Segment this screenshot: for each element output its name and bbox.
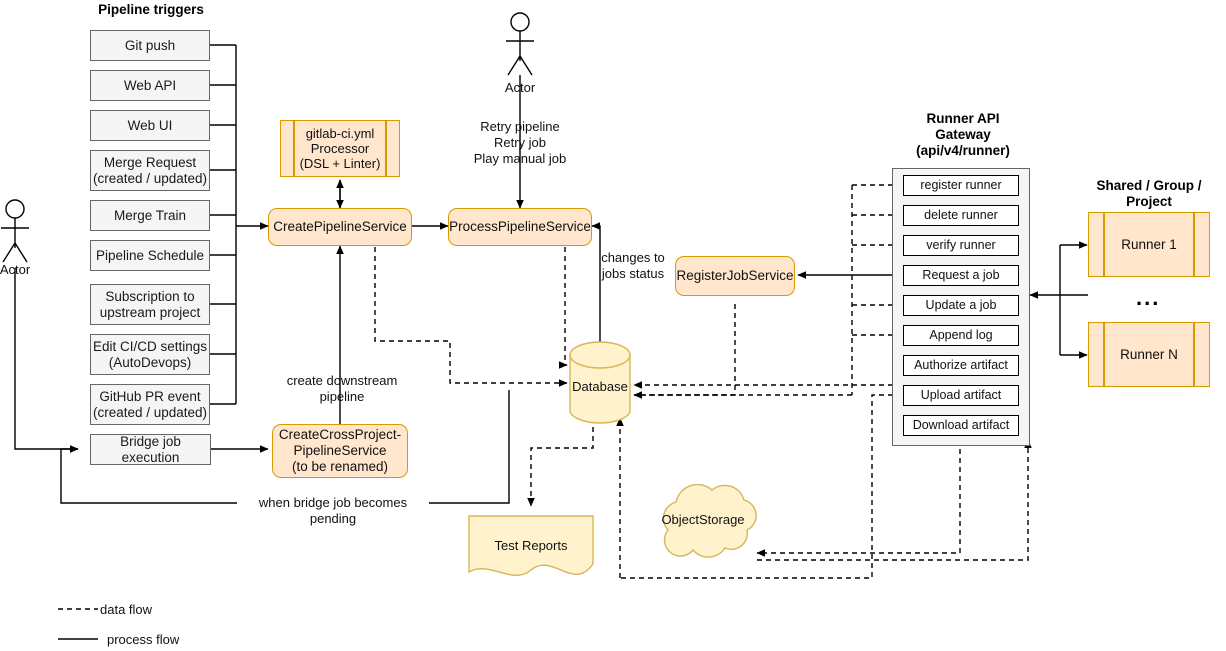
trigger-label: Merge Request(created / updated) (92, 154, 208, 186)
api-label: Download artifact (912, 418, 1010, 433)
create-pipeline-service[interactable]: CreatePipelineService (268, 208, 412, 246)
runner-1[interactable]: Runner 1 (1088, 212, 1210, 277)
trigger-label: Pipeline Schedule (95, 247, 205, 263)
legend-process-flow-label: process flow (107, 632, 180, 647)
api-label: Upload artifact (920, 388, 1002, 403)
process-pipeline-service-label: ProcessPipelineService (449, 219, 591, 235)
component-bar-right (385, 121, 387, 176)
api-label: delete runner (924, 208, 998, 223)
process-pipeline-service[interactable]: ProcessPipelineService (448, 208, 592, 246)
register-job-service[interactable]: RegisterJobService (675, 256, 795, 296)
api-label: Authorize artifact (914, 358, 1008, 373)
api-label: Update a job (925, 298, 997, 313)
create-pipeline-service-label: CreatePipelineService (273, 219, 407, 235)
trigger-label: Merge Train (113, 207, 187, 223)
database-label: Database (572, 379, 628, 394)
runners-ellipsis: ... (1136, 285, 1161, 310)
create-cross-project-pipeline-service[interactable]: CreateCrossProject-PipelineService(to be… (272, 424, 408, 478)
database-shape (569, 341, 631, 424)
test-reports-shape (468, 515, 594, 576)
runner-label: Runner 1 (1121, 236, 1177, 252)
trigger-label: GitHub PR event(created / updated) (92, 388, 208, 420)
trigger-label: Bridge job execution (120, 433, 181, 465)
trigger-merge-train[interactable]: Merge Train (90, 200, 210, 231)
actor-top-label: Actor (504, 80, 536, 95)
trigger-bridge-job-execution[interactable]: Bridge job execution (90, 434, 211, 465)
api-authorize-artifact[interactable]: Authorize artifact (903, 355, 1019, 376)
component-bar-right (1193, 213, 1195, 276)
trigger-web-ui[interactable]: Web UI (90, 110, 210, 141)
test-reports-label: Test Reports (494, 538, 568, 553)
api-request-a-job[interactable]: Request a job (903, 265, 1019, 286)
runner-n[interactable]: Runner N (1088, 322, 1210, 387)
component-bar-left (293, 121, 295, 176)
api-label: verify runner (926, 238, 996, 253)
actor-glyphs (1, 12, 534, 263)
legend-data-flow-label: data flow (100, 602, 153, 617)
object-storage-shape (662, 483, 757, 558)
api-register-runner[interactable]: register runner (903, 175, 1019, 196)
object-storage-label: ObjectStorage (661, 512, 745, 527)
legend-lines (58, 608, 98, 640)
trigger-web-api[interactable]: Web API (90, 70, 210, 101)
runner-label: Runner N (1120, 346, 1178, 362)
trigger-edit-cicd-settings[interactable]: Edit CI/CD settings(AutoDevops) (90, 334, 210, 375)
api-upload-artifact[interactable]: Upload artifact (903, 385, 1019, 406)
trigger-label: Web API (123, 77, 177, 93)
api-append-log[interactable]: Append log (903, 325, 1019, 346)
api-download-artifact[interactable]: Download artifact (903, 415, 1019, 436)
trigger-label: Edit CI/CD settings(AutoDevops) (92, 338, 208, 370)
pipeline-triggers-title: Pipeline triggers (98, 2, 204, 17)
api-label: Append log (929, 328, 993, 343)
trigger-github-pr-event[interactable]: GitHub PR event(created / updated) (90, 384, 210, 425)
api-label: register runner (920, 178, 1002, 193)
trigger-label: Git push (124, 37, 176, 53)
api-update-a-job[interactable]: Update a job (903, 295, 1019, 316)
component-bar-right (1193, 323, 1195, 386)
register-job-service-label: RegisterJobService (676, 268, 794, 284)
trigger-merge-request[interactable]: Merge Request(created / updated) (90, 150, 210, 191)
actor-left-label: Actor (0, 262, 31, 277)
api-label: Request a job (922, 268, 1000, 283)
api-verify-runner[interactable]: verify runner (903, 235, 1019, 256)
cross-project-service-label: CreateCrossProject-PipelineService(to be… (278, 427, 402, 474)
component-bar-left (1103, 213, 1105, 276)
component-bar-left (1103, 323, 1105, 386)
bridge-pending-label: when bridge job becomes pending (237, 495, 429, 527)
trigger-label: Web UI (127, 117, 173, 133)
trigger-git-push[interactable]: Git push (90, 30, 210, 61)
api-delete-runner[interactable]: delete runner (903, 205, 1019, 226)
trigger-pipeline-schedule[interactable]: Pipeline Schedule (90, 240, 210, 271)
